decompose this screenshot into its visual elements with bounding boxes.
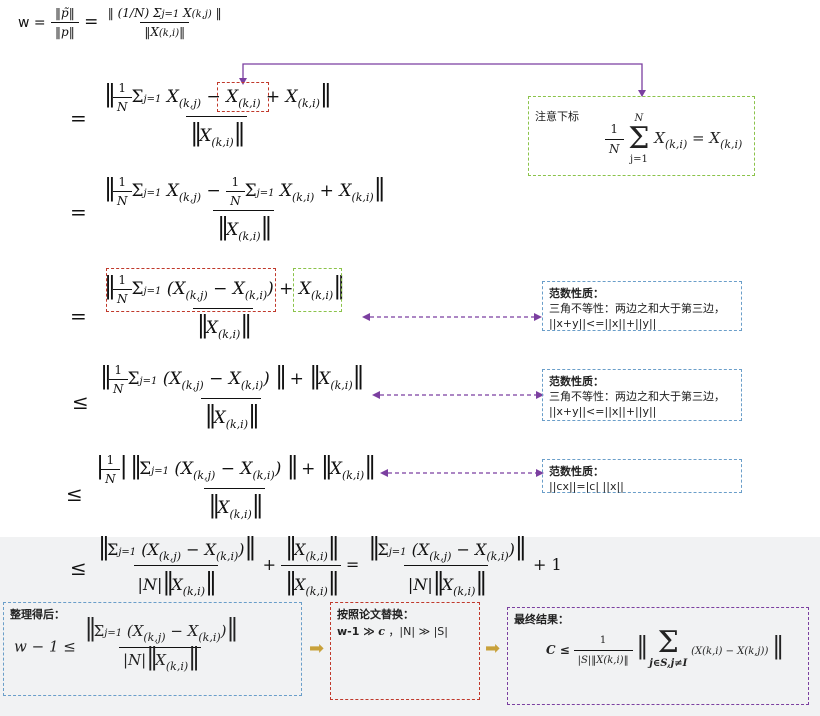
- relation-3: =: [70, 304, 87, 328]
- relation-6: ≤: [70, 556, 87, 580]
- row0-equation: w = ‖p̃‖ ‖p‖ = ‖ (1/N) Σj=1 X(k,j) ‖ ‖X(…: [18, 6, 226, 39]
- note-triangle-1: 范数性质： 三角不等性：两边之和大于第三边， ||x+y||<=||x||+||…: [542, 281, 742, 331]
- p-tilde-norm: ‖p̃‖: [55, 6, 75, 20]
- replace-line: w-1 ≫ c ，|N| ≫ |S|: [337, 625, 448, 638]
- relation-2: =: [70, 200, 87, 224]
- relation-4: ≤: [72, 390, 89, 414]
- flow-arrow-2: ➡: [485, 638, 501, 659]
- highlight-plus-term: [293, 268, 342, 312]
- note-triangle-2: 范数性质： 三角不等性：两边之和大于第三边， ||x+y||<=||x||+||…: [542, 369, 742, 421]
- p-norm: ‖p‖: [51, 22, 79, 39]
- arrow-row5: [380, 469, 544, 477]
- box-organize: 整理得后： w − 1 ≤ ‖Σj=1 (X(k,j) − X(k,i))‖ |…: [3, 602, 302, 696]
- connector-arrow: [239, 63, 646, 97]
- note-homogeneity: 范数性质： ||cx||=|c| ||x||: [542, 459, 742, 493]
- row0-eq: =: [84, 12, 99, 32]
- highlight-sum-term: [106, 268, 276, 312]
- arrow-row4: [372, 391, 544, 399]
- relation-5: ≤: [66, 482, 83, 506]
- row6-expression: ‖Σj=1 (X(k,j) − X(k,i))‖ |N|‖X(k,i)‖ + ‖…: [98, 533, 562, 598]
- w-label: w =: [18, 15, 46, 31]
- note-subscript-title: 注意下标: [535, 110, 579, 123]
- arrow-row3: [362, 313, 542, 321]
- flow-arrow-1: ➡: [309, 638, 325, 659]
- row0-num-prefix: ‖ (1/N) Σ: [107, 6, 162, 20]
- box-replace: 按照论文替换： w-1 ≫ c ，|N| ≫ |S|: [330, 602, 480, 700]
- summary-band: [0, 537, 820, 716]
- highlight-subtract-term: [217, 82, 269, 112]
- p-ratio: ‖p̃‖ ‖p‖: [51, 6, 79, 39]
- organize-formula: w − 1 ≤ ‖Σj=1 (X(k,j) − X(k,i))‖ |N|‖X(k…: [14, 614, 238, 673]
- row0-fraction: ‖ (1/N) Σj=1 X(k,j) ‖ ‖X(k,i)‖: [107, 6, 222, 39]
- relation-1: =: [70, 106, 87, 130]
